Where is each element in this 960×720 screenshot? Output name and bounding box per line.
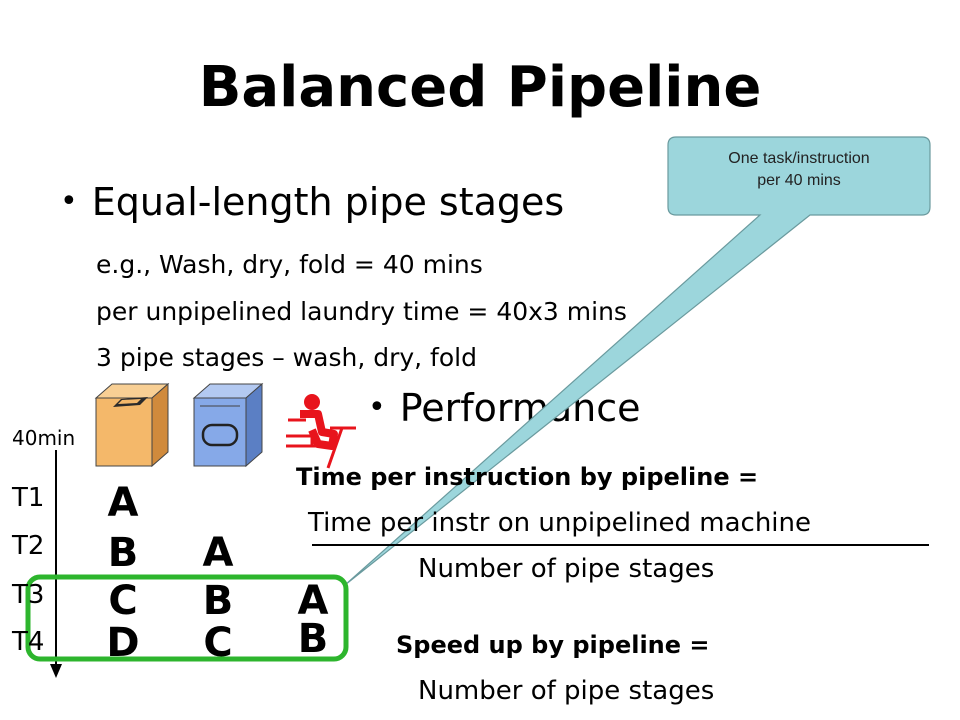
- bullet-dot: •: [60, 184, 78, 219]
- washer-icon: [94, 382, 170, 468]
- task-cell-t2-wash: B: [107, 530, 139, 576]
- task-cell-t3-wash: C: [108, 578, 138, 624]
- callout-line-1: One task/instruction: [728, 150, 870, 167]
- bullet-performance-text: Performance: [399, 386, 641, 430]
- highlight-box: [25, 574, 349, 662]
- speedup-label: Speed up by pipeline =: [396, 631, 710, 659]
- time-unit-label: 40min: [12, 426, 76, 450]
- task-cell-t3-dry: B: [202, 578, 234, 624]
- task-cell-t4-fold: B: [297, 616, 329, 662]
- sub-line-unpipelined: per unpipelined laundry time = 40x3 mins: [96, 297, 627, 326]
- task-cell-t2-dry: A: [202, 530, 234, 576]
- task-cell-t4-dry: C: [203, 620, 233, 666]
- callout-text: One task/instruction per 40 mins: [670, 148, 928, 192]
- callout-bubble: [344, 136, 931, 586]
- task-cell-t1-wash: A: [107, 480, 139, 526]
- page-title: Balanced Pipeline: [198, 55, 762, 120]
- bullet-equal-length-text: Equal-length pipe stages: [91, 180, 565, 224]
- formula-denominator: Number of pipe stages: [418, 554, 715, 584]
- bullet-equal-length: • Equal-length pipe stages: [60, 180, 564, 224]
- bullet-performance: • Performance: [368, 386, 641, 430]
- time-row-label-t2: T2: [12, 531, 45, 561]
- sub-line-stages: 3 pipe stages – wash, dry, fold: [96, 343, 477, 372]
- time-per-instruction-label: Time per instruction by pipeline =: [296, 463, 759, 491]
- time-row-label-t3: T3: [12, 580, 45, 610]
- task-cell-t4-wash: D: [106, 620, 140, 666]
- task-cell-t3-fold: A: [297, 578, 329, 624]
- dryer-icon: [192, 382, 264, 468]
- formula-numerator: Time per instr on unpipelined machine: [308, 508, 812, 538]
- bullet-dot: •: [368, 390, 386, 425]
- sub-line-example: e.g., Wash, dry, fold = 40 mins: [96, 250, 483, 279]
- time-row-label-t4: T4: [12, 627, 45, 657]
- time-axis: [50, 450, 62, 678]
- folder-person-icon: [286, 394, 356, 469]
- speedup-value: Number of pipe stages: [418, 676, 715, 706]
- time-row-label-t1: T1: [12, 483, 45, 513]
- callout-line-2: per 40 mins: [757, 172, 841, 189]
